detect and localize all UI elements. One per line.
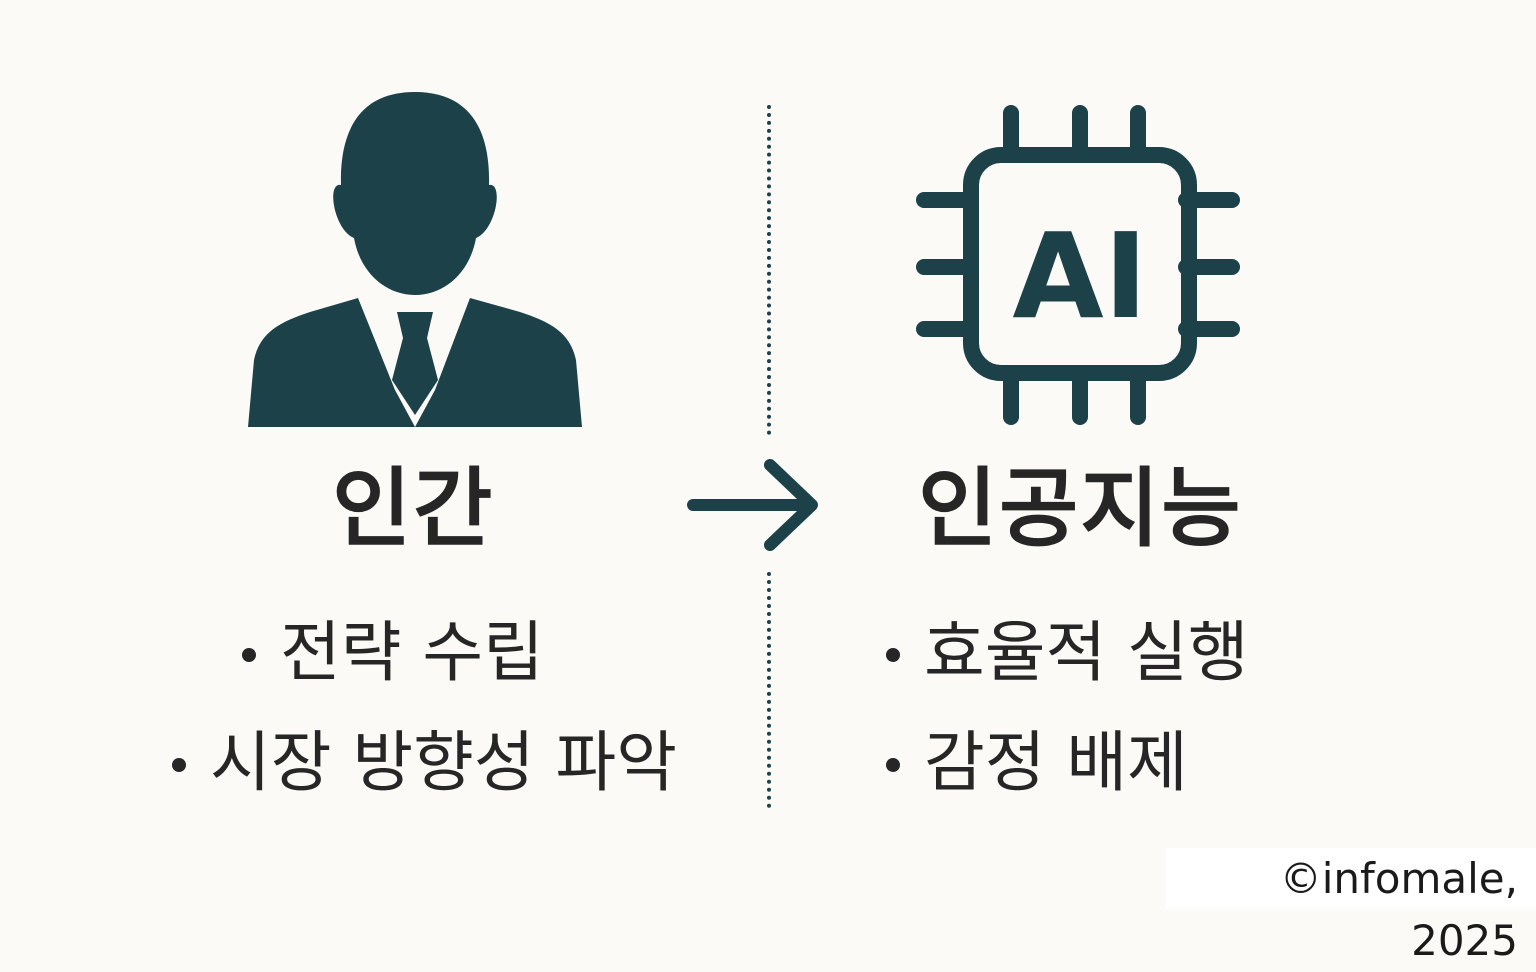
- bullet-dot: [242, 648, 256, 662]
- bullet-text: 효율적 실행: [924, 614, 1249, 691]
- bullet-dot: [886, 758, 900, 772]
- bullet-dot: [886, 648, 900, 662]
- divider-bottom: [767, 572, 771, 808]
- divider-top: [767, 105, 771, 435]
- bullet-text: 감정 배제: [924, 724, 1188, 801]
- arrow-right-icon: [687, 459, 818, 551]
- bullet-text: 시장 방향성 파악: [210, 724, 677, 801]
- human-title: 인간: [332, 459, 495, 559]
- bullet-dot: [172, 758, 186, 772]
- list-item: 시장 방향성 파악: [172, 730, 677, 840]
- list-item: 전략 수립: [242, 620, 544, 730]
- list-item: 감정 배제: [886, 730, 1249, 840]
- person-icon: [248, 92, 582, 427]
- ai-bullet-list: 효율적 실행 감정 배제: [886, 620, 1249, 840]
- list-item: 효율적 실행: [886, 620, 1249, 730]
- human-bullet-list-2: 시장 방향성 파악: [172, 730, 677, 840]
- human-bullet-list: 전략 수립: [242, 620, 544, 730]
- copyright-text: ©infomale, 2025: [1166, 848, 1536, 965]
- bullet-text: 전략 수립: [280, 614, 544, 691]
- ai-chip-icon: AI: [916, 105, 1240, 425]
- chip-label: AI: [1012, 207, 1147, 345]
- ai-title: 인공지능: [918, 459, 1243, 559]
